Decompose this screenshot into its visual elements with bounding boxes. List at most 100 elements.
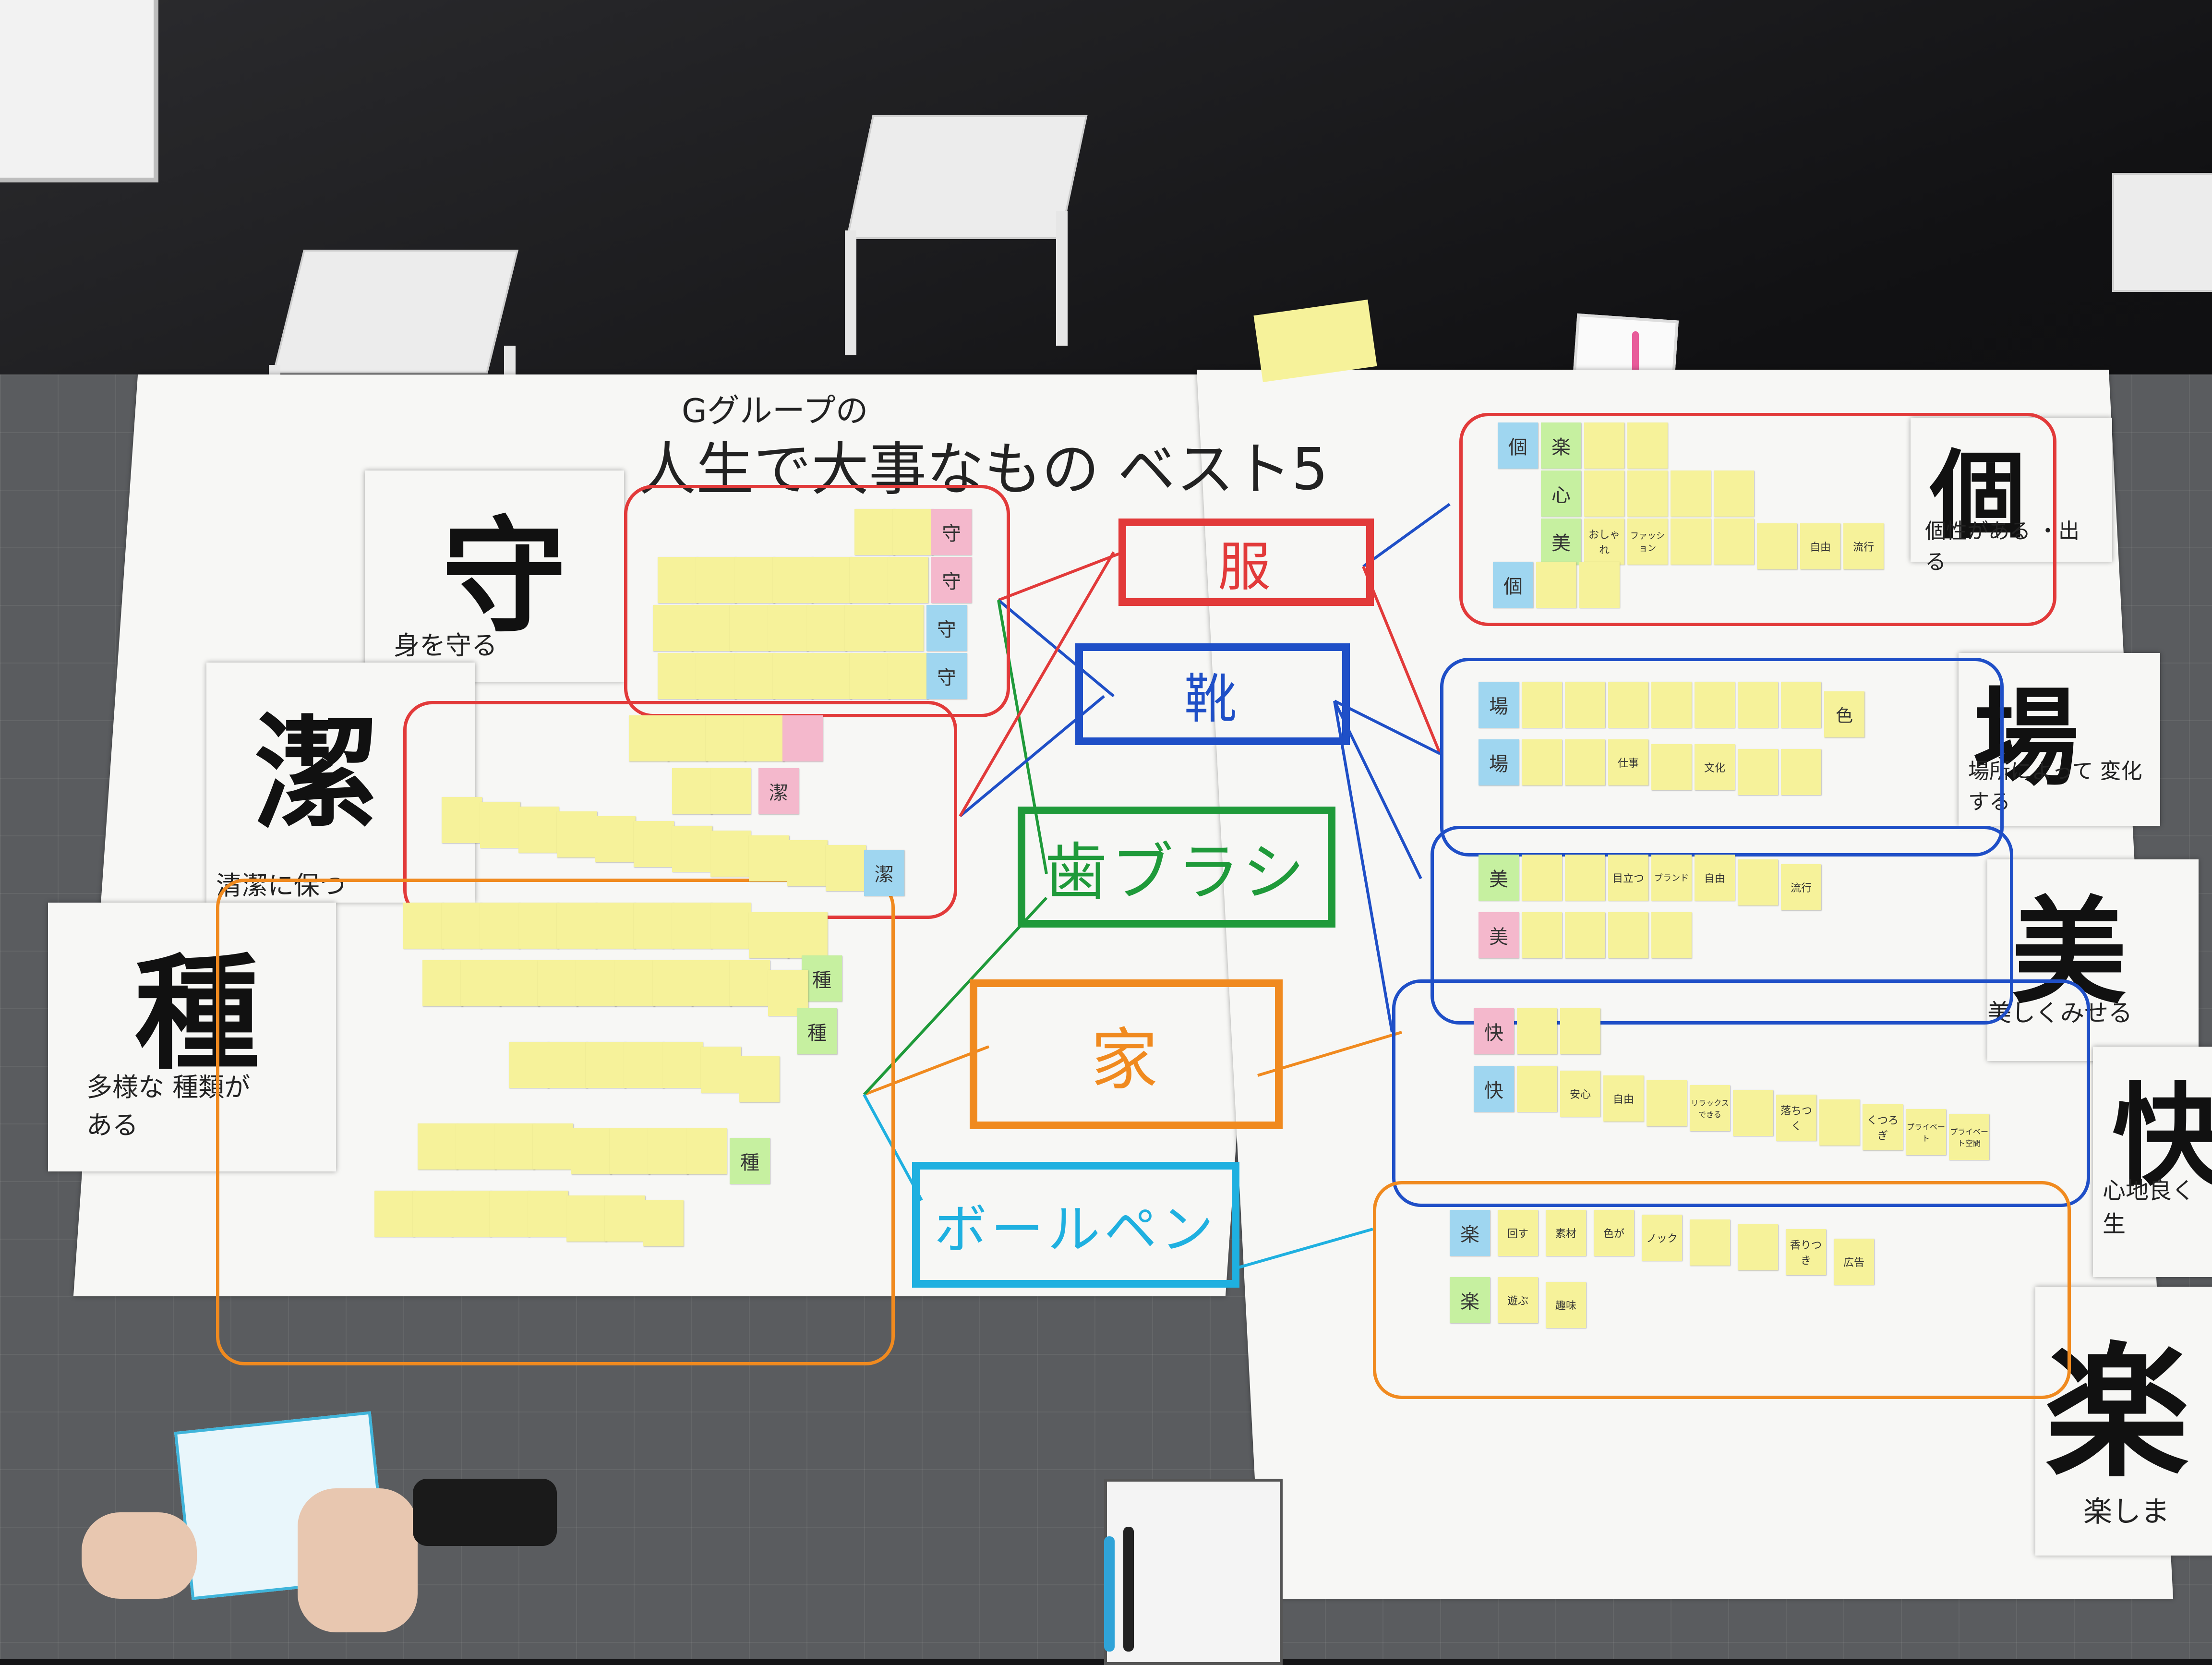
sticky-note: 色: [1824, 691, 1864, 737]
sticky-note: [490, 1191, 530, 1237]
sticky-note: [451, 1191, 492, 1237]
sticky-note: [662, 1042, 703, 1088]
sticky-note: [1738, 859, 1778, 905]
sticky-note: [518, 807, 559, 853]
sticky-note: [1608, 912, 1648, 958]
sticky-note: [499, 960, 540, 1006]
notes-ko: 個 楽 心 美 おしゃれ ファッション 自由 流行 個: [1488, 422, 1968, 615]
sticky-note: 場: [1479, 682, 1519, 728]
sticky-note: [557, 811, 597, 857]
sticky-note: [1522, 682, 1562, 728]
category-card-shu: 種 多様な 種類がある: [48, 903, 336, 1171]
sticky-note: プライベート: [1906, 1109, 1946, 1155]
sticky-note: [1522, 855, 1562, 901]
sticky-note: [1560, 1008, 1600, 1054]
sticky-note: 場: [1479, 739, 1519, 785]
sticky-note: [854, 509, 895, 555]
sticky-note: [1651, 744, 1692, 790]
sticky-note: [403, 903, 444, 949]
node-fuku: 服: [1118, 519, 1374, 606]
sticky-note: [773, 653, 813, 699]
sticky-note: 楽: [1541, 422, 1581, 469]
sticky-note: [739, 1056, 780, 1102]
sticky-note: おしゃれ: [1584, 519, 1624, 565]
sticky-note: [811, 653, 852, 699]
category-card-mamoru: 守 身を守る: [365, 471, 624, 682]
node-label: 服: [1218, 536, 1274, 598]
stool-leg: [845, 230, 856, 355]
sticky-note: [605, 1195, 645, 1242]
node-label: 歯ブラシ: [1045, 836, 1309, 909]
sticky-note: [518, 903, 559, 949]
sticky-note: 種: [797, 1008, 837, 1054]
sticky-note: 仕事: [1608, 739, 1648, 785]
sticky-note: 広告: [1834, 1239, 1874, 1285]
sticky-note: [706, 715, 746, 761]
sticky-note: [768, 605, 808, 651]
node-label: 靴: [1184, 668, 1241, 730]
sticky-note: [456, 1123, 496, 1170]
sticky-note: 自由: [1603, 1075, 1644, 1122]
sticky-note: [557, 903, 597, 949]
sticky-note: [749, 912, 789, 958]
notes-shu: 種 種 種: [230, 893, 874, 1344]
sticky-note: 美: [1479, 912, 1519, 958]
sticky-note: [480, 903, 520, 949]
category-kanji: 潔: [254, 700, 379, 847]
category-card-ko: 個 個性がある ・出る: [1911, 418, 2112, 574]
sticky-note: 心: [1541, 471, 1581, 517]
sticky-note: [1714, 519, 1754, 565]
sticky-note: [667, 715, 708, 761]
sticky-note: [888, 653, 928, 699]
node-haburashi: 歯ブラシ: [1018, 807, 1335, 928]
sticky-note: [442, 797, 482, 843]
sticky-note: [547, 1042, 588, 1088]
poster-subtitle: Gグループの: [682, 392, 868, 430]
category-card-kai: 快 心地良く 生: [2093, 1047, 2212, 1277]
sticky-note: [787, 840, 828, 886]
category-caption: 心地良く 生: [2103, 1177, 2195, 1238]
sticky-note: [1627, 422, 1668, 469]
sticky-note: 美: [1541, 519, 1581, 565]
sticky-note: [1627, 471, 1668, 517]
sticky-note: [1536, 562, 1576, 608]
sticky-note: [850, 653, 890, 699]
sticky-note: [893, 509, 933, 555]
sticky-note: [686, 1128, 727, 1174]
sticky-note: [696, 557, 736, 603]
sticky-note: [413, 1191, 453, 1237]
sticky-note: ノック: [1642, 1215, 1682, 1261]
sticky-note: [528, 1191, 568, 1237]
category-kanji: 守: [442, 504, 566, 650]
sticky-note: [653, 960, 693, 1006]
group-shu: [216, 879, 895, 1365]
sticky-note: [734, 653, 775, 699]
sticky-note: 文化: [1695, 744, 1735, 790]
sticky-note: [653, 605, 693, 651]
sticky-note: 色が: [1594, 1210, 1634, 1256]
sticky-note: [418, 1123, 458, 1170]
sticky-note: [883, 605, 924, 651]
sticky-note: [634, 903, 674, 949]
sticky-note: [1781, 749, 1821, 795]
sticky-note: [1690, 1219, 1730, 1266]
sticky-note: [1738, 749, 1778, 795]
sticky-note: ブランド: [1651, 855, 1692, 901]
sticky-note: [1695, 682, 1735, 728]
stool: [2112, 173, 2212, 292]
sticky-note: [610, 1128, 650, 1174]
sticky-note: [691, 605, 732, 651]
node-kutsu: 靴: [1075, 643, 1350, 745]
sticky-note: 快: [1474, 1066, 1514, 1112]
node-label: ボールペン: [934, 1199, 1217, 1260]
sticky-note: 自由: [1695, 855, 1735, 901]
hand: [298, 1488, 418, 1632]
sticky-note: [576, 960, 616, 1006]
sticky-note: 守: [926, 605, 967, 651]
sticky-note: [643, 1200, 684, 1246]
sticky-note: 潔: [758, 768, 799, 814]
sticky-note: [734, 557, 775, 603]
sticky-note: 落ちつく: [1776, 1095, 1816, 1141]
sticky-note: 流行: [1843, 523, 1884, 569]
category-kanji: 種: [134, 941, 259, 1087]
